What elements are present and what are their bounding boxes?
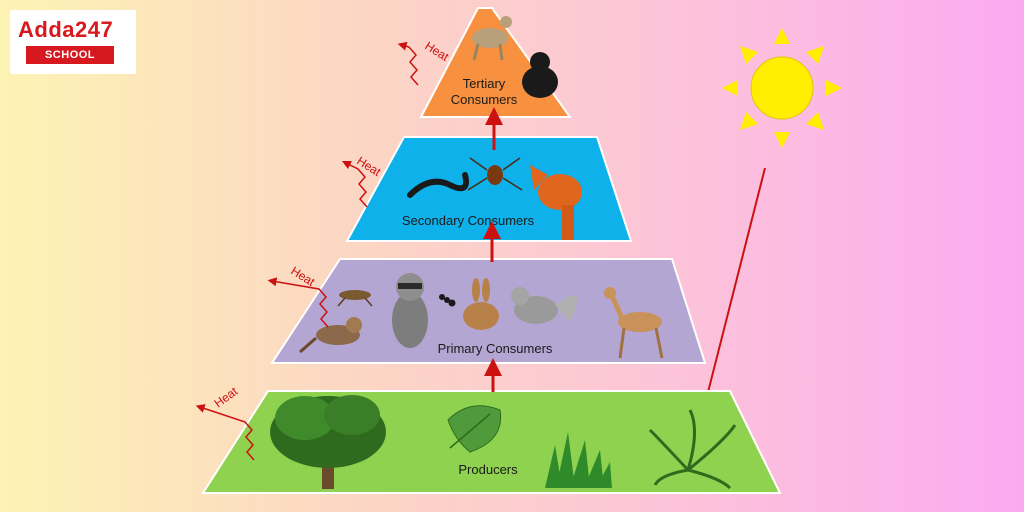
sun-icon	[722, 28, 842, 148]
tertiary-consumers-label-line2: Consumers	[451, 92, 518, 107]
secondary-consumers-label: Secondary Consumers	[402, 213, 535, 228]
adda247-logo: Adda247 SCHOOL	[10, 10, 136, 74]
squirrel-icon	[511, 287, 578, 324]
tertiary-consumers-label-line1: Tertiary	[463, 76, 506, 91]
sparrow-icon	[299, 317, 362, 354]
deer-icon	[604, 287, 664, 359]
coyote-icon	[472, 16, 512, 61]
rabbit-icon	[463, 278, 499, 330]
grass-icon	[545, 432, 612, 488]
leaf-icon	[447, 405, 502, 453]
black-bear-icon	[522, 52, 558, 98]
heat-label-primary: Heat	[288, 264, 317, 290]
heat-label-secondary: Heat	[354, 154, 383, 180]
sunlight-arrow	[700, 167, 766, 410]
ant-icon	[439, 294, 456, 307]
fern-icon	[648, 409, 737, 490]
primary-consumers-label: Primary Consumers	[438, 341, 553, 356]
spider-icon	[467, 157, 523, 191]
heat-label-producers: Heat	[212, 384, 241, 411]
raccoon-icon	[392, 273, 428, 348]
heat-label-tertiary: Heat	[422, 39, 451, 65]
grasshopper-icon	[337, 290, 373, 307]
logo-school-badge: SCHOOL	[26, 46, 114, 64]
snake-icon	[407, 172, 469, 198]
fox-icon	[530, 165, 582, 240]
producers-label: Producers	[458, 462, 518, 477]
logo-brand-text: Adda247	[18, 17, 114, 42]
oak-tree-icon	[270, 395, 386, 489]
